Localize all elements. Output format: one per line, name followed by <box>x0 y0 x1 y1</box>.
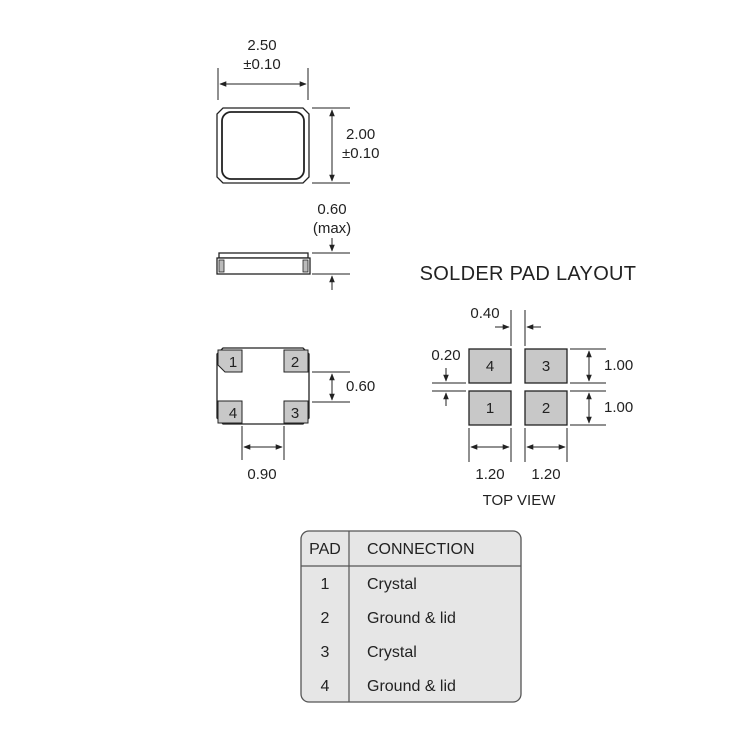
bottom-pad-1 <box>217 349 243 373</box>
solder-pad-3 <box>524 348 568 384</box>
height-dim-label: 2.00 <box>346 126 375 143</box>
table-cell-pad: 1 <box>321 576 330 593</box>
table-row: 2 Ground & lid <box>321 610 456 627</box>
table-row: 1 Crystal <box>321 576 417 593</box>
gap-y-label: 0.20 <box>431 347 460 364</box>
width-dim-label: 2.50 <box>247 37 276 54</box>
side-view-terminal-left <box>218 259 225 273</box>
padw-right-label: 1.20 <box>531 466 560 483</box>
height-dim-tolerance: ±0.10 <box>342 145 379 162</box>
bottom-pad-2 <box>283 349 309 373</box>
solder-layout-title: SOLDER PAD LAYOUT <box>420 263 637 285</box>
table-row: 3 Crystal <box>321 644 417 661</box>
thickness-dim-note: (max) <box>313 220 351 237</box>
bottom-pad-3-label: 3 <box>291 405 299 422</box>
thickness-dim-label: 0.60 <box>317 201 346 218</box>
bottom-pad-3 <box>283 400 309 424</box>
table-header-pad: PAD <box>309 541 341 558</box>
side-view-body <box>216 257 311 275</box>
table-frame <box>300 530 522 703</box>
package-lid <box>221 111 305 180</box>
width-dim-tolerance: ±0.10 <box>243 56 280 73</box>
padh-top-label: 1.00 <box>604 357 633 374</box>
table-cell-connection: Crystal <box>367 576 417 593</box>
bottom-pad-2-label: 2 <box>291 354 299 371</box>
bottom-pad-1-label: 1 <box>229 354 237 371</box>
solder-pad-2 <box>524 390 568 426</box>
table-cell-connection: Ground & lid <box>367 610 456 627</box>
pad-connection-table: PAD CONNECTION 1 Crystal 2 Ground & lid … <box>300 530 522 703</box>
table-cell-connection: Crystal <box>367 644 417 661</box>
solder-pad-3-label: 3 <box>542 358 550 375</box>
solder-pad-layout: SOLDER PAD LAYOUT 0.40 4 3 1 2 0.20 1.00… <box>420 263 637 509</box>
solder-pad-1 <box>468 390 512 426</box>
table-cell-pad: 2 <box>321 610 330 627</box>
package-side-view: 0.60 (max) <box>216 201 351 290</box>
padw-left-label: 1.20 <box>475 466 504 483</box>
table-header-connection: CONNECTION <box>367 541 475 558</box>
side-view-terminal-right <box>302 259 309 273</box>
solder-pad-4-label: 4 <box>486 358 494 375</box>
table-cell-pad: 3 <box>321 644 330 661</box>
table-cell-pad: 4 <box>321 678 330 695</box>
padh-bottom-label: 1.00 <box>604 399 633 416</box>
solder-pad-1-label: 1 <box>486 400 494 417</box>
padw-dim-label: 0.90 <box>247 466 276 483</box>
bottom-pad-4-label: 4 <box>229 405 237 422</box>
pitch-dim-label: 0.60 <box>346 378 375 395</box>
solder-pad-4 <box>468 348 512 384</box>
top-view-label: TOP VIEW <box>483 492 557 509</box>
package-top-view: 2.50 ±0.10 2.00 ±0.10 <box>216 37 379 184</box>
table-row: 4 Ground & lid <box>321 678 456 695</box>
table-cell-connection: Ground & lid <box>367 678 456 695</box>
bottom-pad-4 <box>217 400 243 424</box>
gap-x-label: 0.40 <box>470 305 499 322</box>
side-view-lid <box>218 252 309 259</box>
package-bottom-view: 1 2 3 4 0.60 0.90 <box>216 347 375 483</box>
solder-pad-2-label: 2 <box>542 400 550 417</box>
